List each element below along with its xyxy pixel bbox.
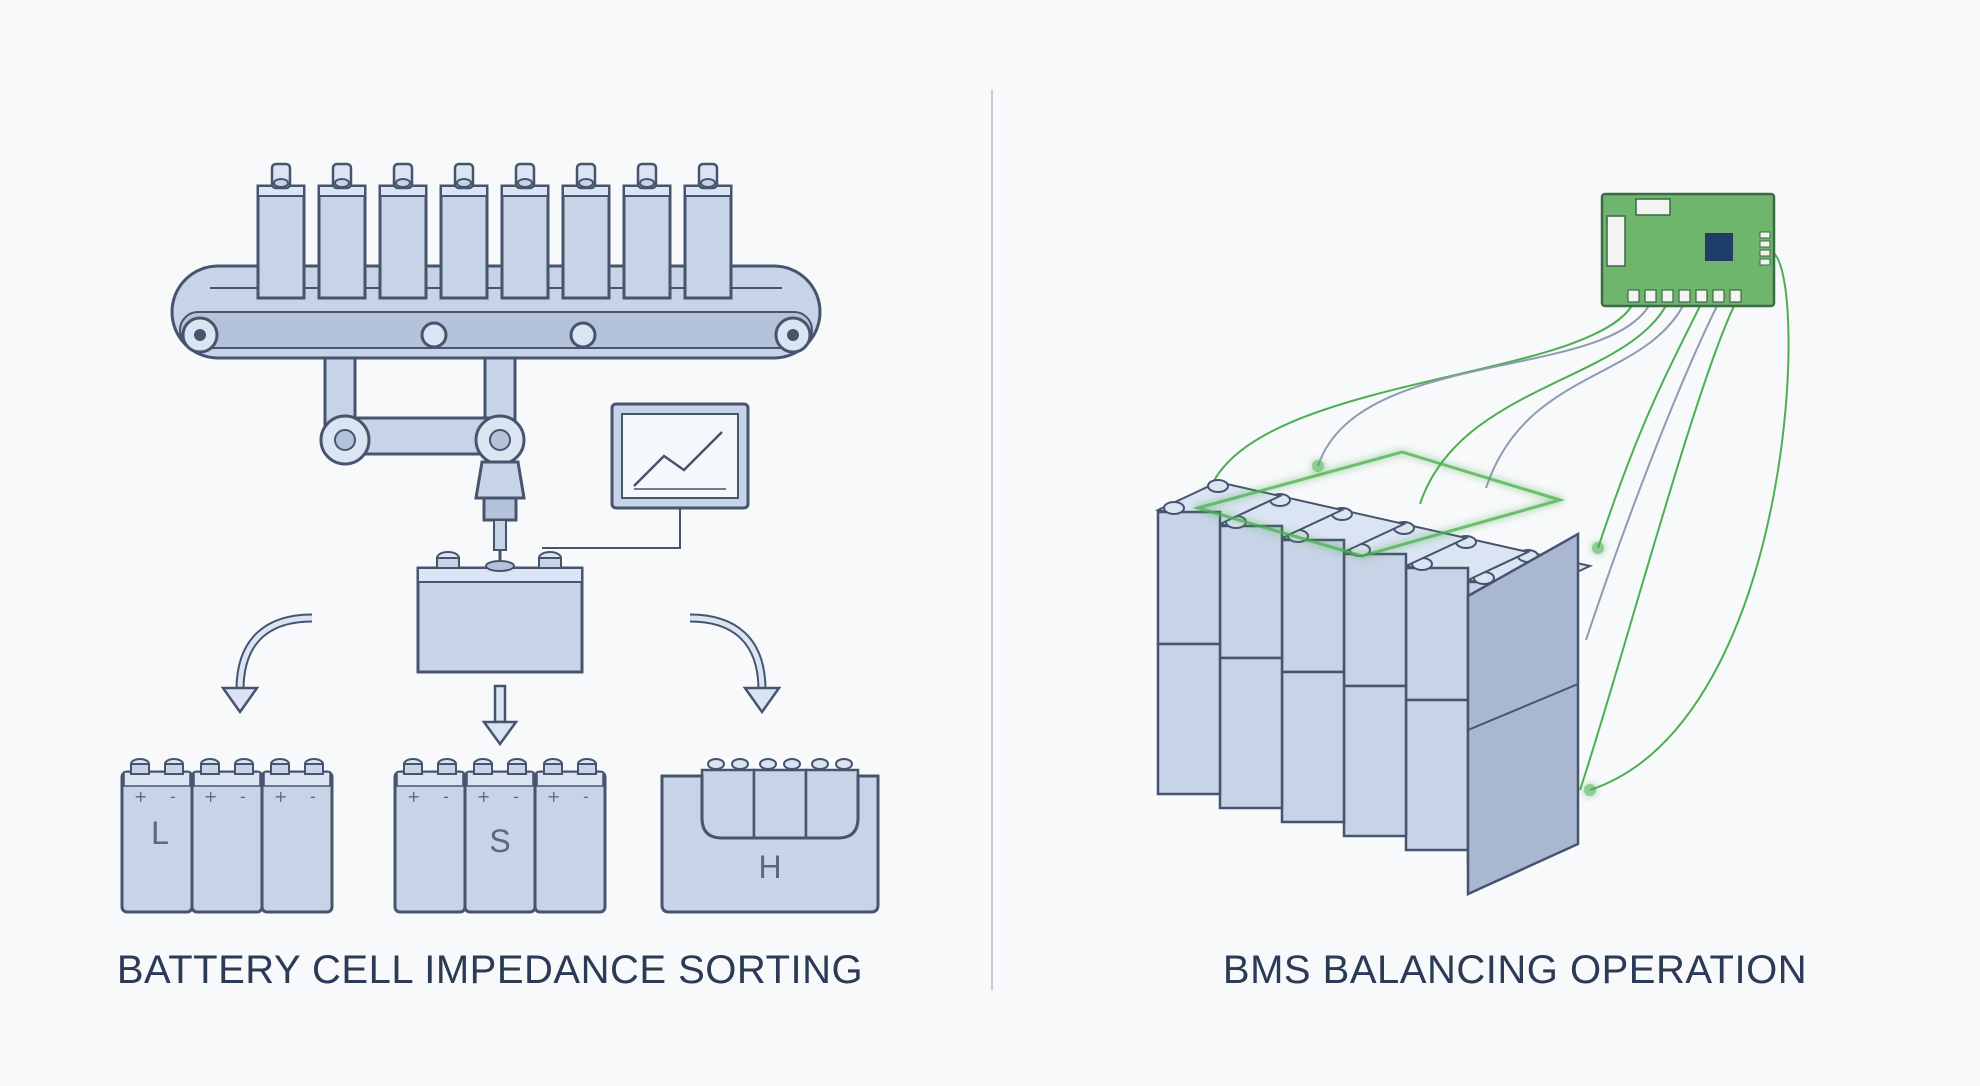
conveyor-cell (378, 162, 428, 300)
bms-side-pin (1759, 231, 1771, 239)
conveyor-cell (439, 162, 489, 300)
bin-label-low: L (151, 815, 169, 851)
pack-cell-column (1216, 493, 1346, 810)
bms-side-pin (1759, 240, 1771, 248)
conveyor-cell (622, 162, 672, 300)
balancing-wire (1597, 301, 1703, 549)
conveyor-roller (420, 321, 448, 349)
pack-terminal (1207, 479, 1229, 493)
sort-arrow-left (235, 613, 313, 691)
plus-sign: + (204, 787, 217, 806)
tray-cell (752, 758, 808, 840)
conveyor-cell (561, 162, 611, 300)
bin-cell: +- (190, 758, 264, 914)
plus-sign: + (134, 787, 147, 806)
bms-side-pin (1759, 258, 1771, 266)
bms-pin (1712, 289, 1725, 303)
pack-terminal (1163, 501, 1185, 515)
minus-sign: - (240, 787, 246, 806)
wire-glow (1584, 784, 1596, 796)
bin-label-standard: S (489, 823, 510, 859)
balancing-wire (1419, 301, 1669, 505)
conveyor-cell (256, 162, 306, 300)
bin-cell: +- (393, 758, 467, 914)
minus-sign: - (170, 787, 176, 806)
bin-label-high: H (758, 849, 781, 885)
bms-pin (1661, 289, 1674, 303)
test-cell (416, 551, 584, 674)
plus-sign: + (477, 787, 490, 806)
pack-cell-column (1402, 535, 1532, 852)
balancing-wire (1317, 301, 1652, 467)
robotic-arm (319, 356, 526, 566)
pack-side-face (1466, 531, 1580, 896)
bin-standard-impedance: +-+-+- (393, 758, 607, 914)
bms-pin (1678, 289, 1691, 303)
bus-bar-glow (1192, 450, 1566, 558)
bms-side-pin (1759, 249, 1771, 257)
tray-cell (804, 758, 860, 840)
conveyor-cell-row (256, 162, 733, 300)
conveyor-roller (569, 321, 597, 349)
caption-bms-balancing: BMS BALANCING OPERATION (1222, 948, 1808, 992)
caption-impedance-sorting: BATTERY CELL IMPEDANCE SORTING (116, 948, 864, 992)
battery-pack (1154, 450, 1594, 896)
impedance-monitor (542, 402, 750, 549)
balancing-wire (1485, 301, 1686, 489)
balancing-wire (1589, 251, 1790, 791)
conveyor-cell (683, 162, 733, 300)
minus-sign: - (583, 787, 589, 806)
bms-connector-pins (1627, 289, 1742, 303)
conveyor-cell (317, 162, 367, 300)
tray-cell (700, 758, 756, 840)
wire-glow (1592, 542, 1604, 554)
bin-cell: +- (260, 758, 334, 914)
bin-cell: +- (533, 758, 607, 914)
conveyor-rollers (181, 316, 812, 354)
balancing-wire (1579, 301, 1737, 791)
sort-arrow-right (689, 613, 767, 691)
balancing-wire (1585, 301, 1720, 641)
balancing-wire (1207, 301, 1635, 495)
plus-sign: + (274, 787, 287, 806)
impedance-sorting-panel: +-+-+- +-+-+- L S H (120, 162, 880, 914)
plus-sign: + (407, 787, 420, 806)
conveyor-cell (500, 162, 550, 300)
bms-pin (1627, 289, 1640, 303)
sort-arrows (220, 613, 782, 747)
bin-high-impedance (660, 758, 880, 914)
bms-chip (1705, 233, 1733, 261)
bms-pin (1695, 289, 1708, 303)
bms-board (1600, 192, 1776, 308)
bms-pin (1644, 289, 1657, 303)
plus-sign: + (547, 787, 560, 806)
impedance-graph-line (633, 431, 723, 487)
pack-cell-column (1154, 479, 1284, 796)
bms-balancing-panel (1154, 192, 1790, 896)
minus-sign: - (513, 787, 519, 806)
bms-pin (1729, 289, 1742, 303)
bin-cell: +- (120, 758, 194, 914)
minus-sign: - (310, 787, 316, 806)
minus-sign: - (443, 787, 449, 806)
bin-cell: +- (463, 758, 537, 914)
bin-low-impedance: +-+-+- (120, 758, 334, 914)
sort-arrow-down (493, 684, 507, 724)
wire-glow (1312, 460, 1324, 472)
